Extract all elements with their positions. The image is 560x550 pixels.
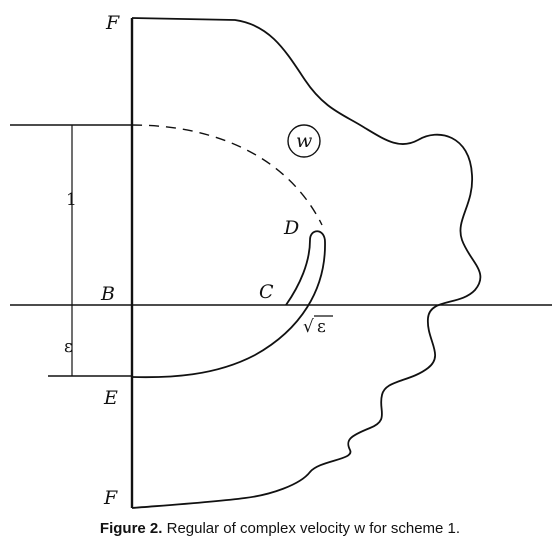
dashed-arc (131, 124, 323, 226)
wavy-boundary (131, 17, 482, 509)
label-c: C (259, 281, 274, 303)
caption-text: Regular of complex velocity w for scheme… (166, 520, 461, 537)
outer-curve (131, 241, 326, 379)
sqrt-epsilon-text: ε (317, 317, 326, 337)
label-f-top: F (105, 12, 120, 34)
label-sqrt-epsilon: √ ε (303, 315, 333, 337)
label-w: w (296, 130, 312, 152)
label-f-bottom: F (103, 487, 118, 509)
sqrt-symbol: √ (303, 317, 314, 337)
label-epsilon: ε (64, 337, 73, 357)
inner-curve (285, 230, 326, 306)
w-circle (287, 124, 321, 158)
figure-caption: Figure 2. Regular of complex velocity w … (0, 520, 560, 537)
label-d: D (283, 217, 299, 239)
complex-velocity-diagram: F B C D E F w 1 ε √ ε (10, 12, 552, 509)
label-one: 1 (66, 190, 77, 210)
label-e: E (103, 387, 118, 409)
caption-number: Figure 2. (99, 520, 163, 537)
label-b: B (100, 283, 115, 305)
